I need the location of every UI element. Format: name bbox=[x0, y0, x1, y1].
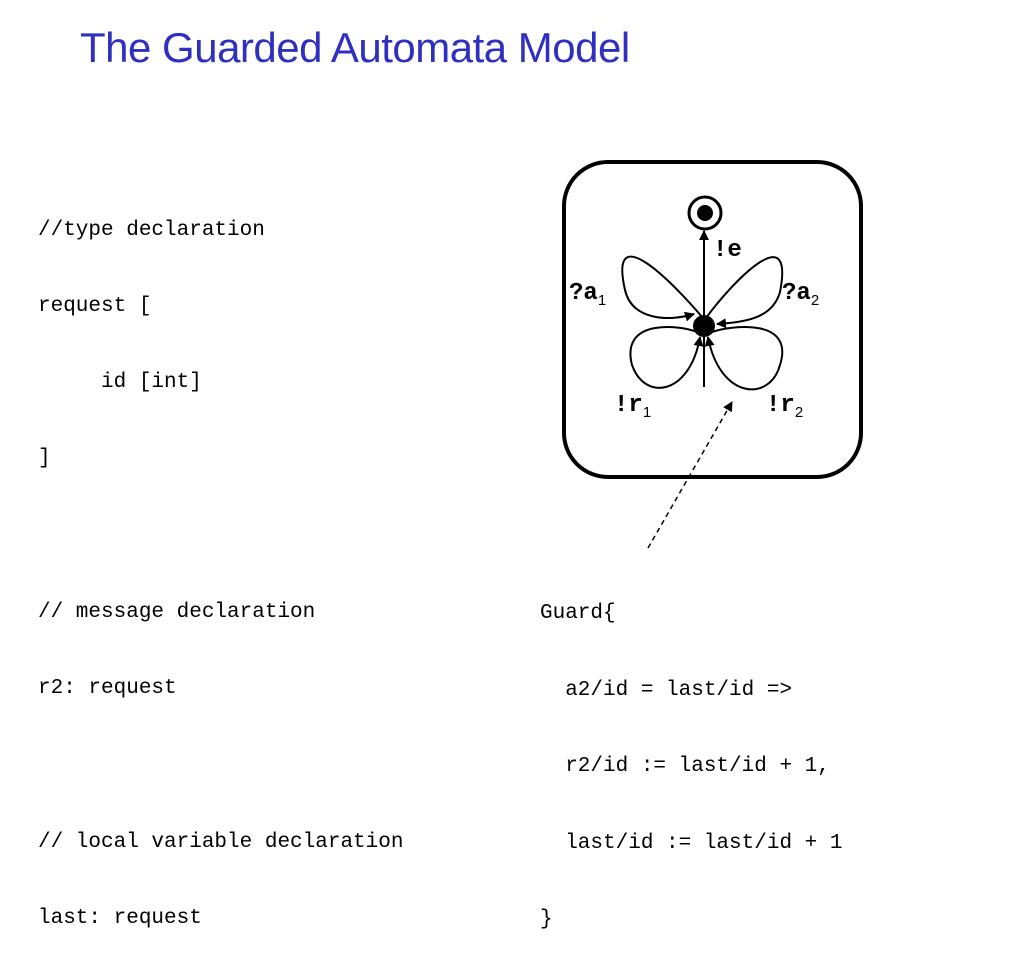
guard-line: Guard{ bbox=[540, 602, 616, 625]
code-line: // message declaration bbox=[38, 600, 316, 624]
declaration-code-block: //type declaration request [ id [int] ] … bbox=[38, 170, 403, 958]
final-state-inner bbox=[697, 205, 713, 221]
label-e: !e bbox=[713, 237, 742, 264]
transition-a1-loop bbox=[621, 255, 704, 322]
automaton-diagram: !e ?a1 ?a2 !r1 !r2 bbox=[562, 160, 863, 549]
label-r1: !r1 bbox=[614, 392, 651, 421]
guard-line: a2/id = last/id => bbox=[540, 678, 793, 702]
guard-code-block: Guard{ a2/id = last/id => r2/id := last/… bbox=[540, 553, 842, 959]
code-line bbox=[38, 751, 403, 782]
code-line: // local variable declaration bbox=[38, 830, 404, 854]
transition-r1-loop bbox=[629, 326, 704, 389]
code-line: request [ bbox=[38, 294, 152, 318]
final-state-outer bbox=[687, 195, 723, 231]
transition-r2-loop bbox=[704, 326, 784, 391]
automaton-frame bbox=[562, 160, 863, 479]
code-line: id [int] bbox=[38, 370, 202, 394]
guard-pointer-arrow bbox=[647, 401, 733, 549]
code-line: last: request bbox=[38, 907, 202, 930]
guard-line: r2/id := last/id + 1, bbox=[540, 755, 830, 778]
guard-line: } bbox=[540, 908, 553, 931]
guard-line: last/id := last/id + 1 bbox=[540, 831, 843, 855]
label-r2: !r2 bbox=[766, 392, 803, 421]
label-a2: ?a2 bbox=[782, 280, 819, 309]
code-line bbox=[38, 521, 403, 552]
initial-state-node bbox=[693, 315, 715, 337]
transition-a2-loop bbox=[705, 256, 784, 329]
code-line: //type declaration bbox=[38, 219, 265, 242]
slide-title: The Guarded Automata Model bbox=[80, 24, 630, 71]
code-line: ] bbox=[38, 447, 51, 470]
code-line: r2: request bbox=[38, 677, 177, 700]
label-a1: ?a1 bbox=[569, 280, 606, 309]
